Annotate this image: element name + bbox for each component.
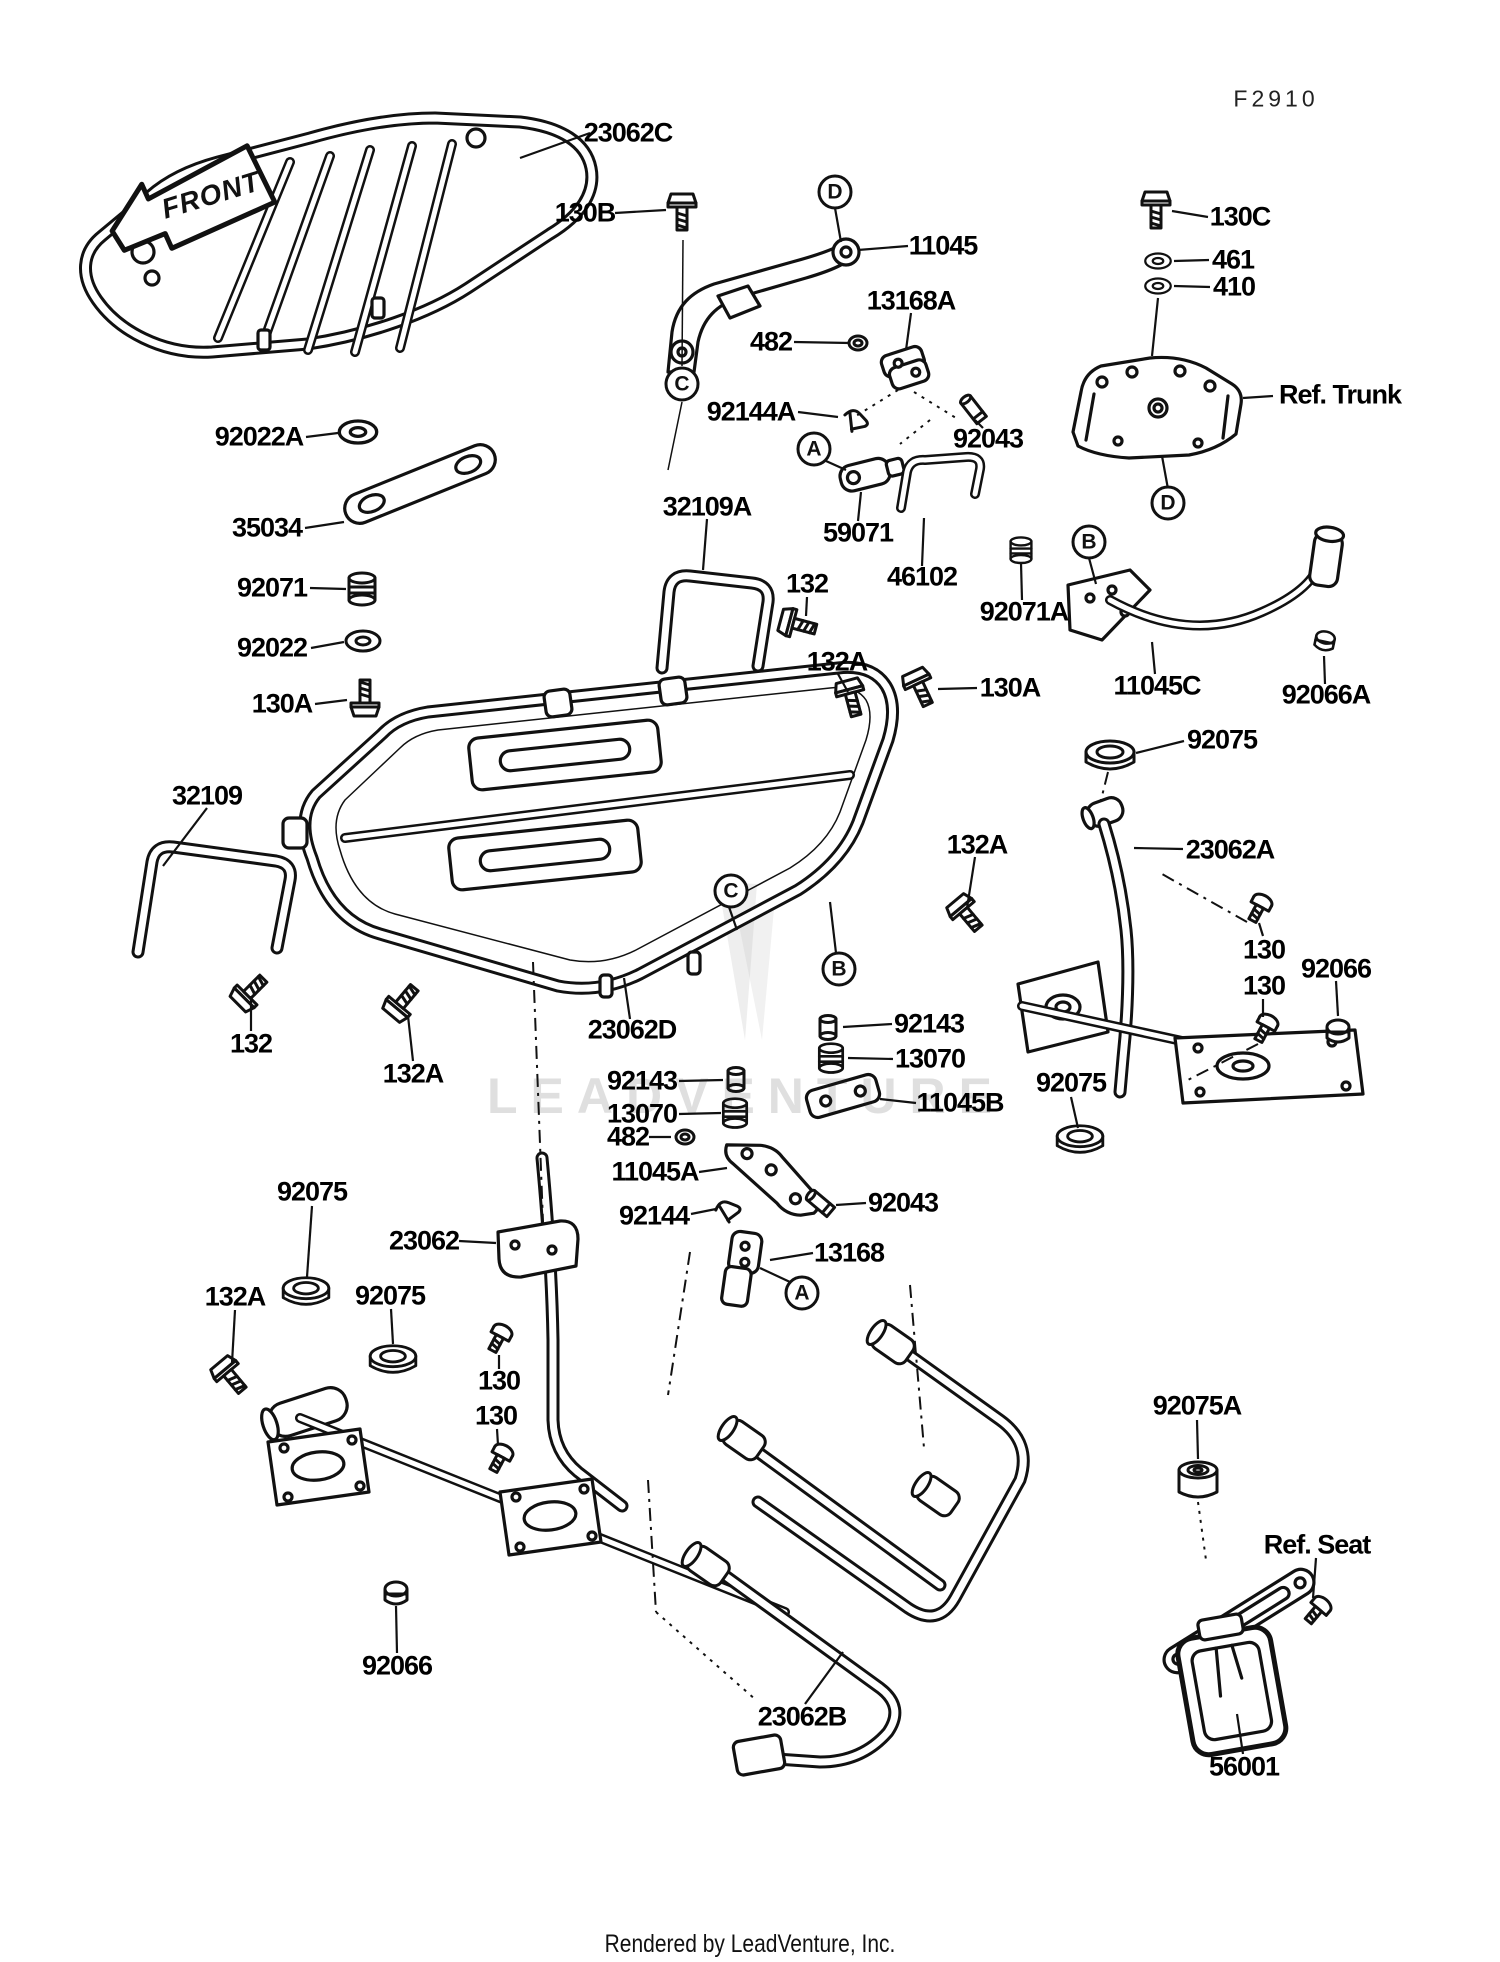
- part-lever-59071: [838, 456, 906, 493]
- part-label-92043-bottom: 92043: [867, 1187, 939, 1218]
- part-label-92075-left1: 92075: [276, 1176, 348, 1207]
- part-label-132-mid: 132: [785, 568, 829, 599]
- part-pipe-46102: [898, 454, 983, 511]
- part-label-92066-bottom: 92066: [361, 1650, 433, 1681]
- part-label-11045C: 11045C: [1113, 670, 1201, 701]
- part-label-92022A: 92022A: [214, 421, 305, 452]
- part-label-11045A: 11045A: [611, 1156, 699, 1187]
- callout-D: D: [817, 174, 853, 210]
- part-plate-11045B: [804, 1072, 882, 1120]
- part-label-132A-mid: 132A: [806, 646, 869, 677]
- part-label-23062: 23062: [388, 1225, 460, 1256]
- part-label-92075-topright: 92075: [1186, 724, 1258, 755]
- part-label-11045B: 11045B: [916, 1087, 1004, 1118]
- part-label-92075A: 92075A: [1152, 1390, 1243, 1421]
- part-bracket-11045A: [724, 1143, 821, 1217]
- part-bracket-11045: [666, 237, 861, 374]
- part-label-23062C: 23062C: [583, 117, 674, 148]
- part-stay-23062A: [1016, 796, 1365, 1105]
- part-trunk-bracket: [1071, 355, 1243, 460]
- callout-C: C: [664, 366, 700, 402]
- part-label-130-c1: 130: [477, 1365, 521, 1396]
- part-handle-32109A: [655, 569, 775, 675]
- part-label-13168A: 13168A: [866, 285, 957, 316]
- part-handle-32109: [134, 843, 294, 956]
- callout-A: A: [784, 1275, 820, 1311]
- part-label-130-r1: 130: [1242, 934, 1286, 965]
- part-center-carrier-23062D: [281, 660, 899, 999]
- part-label-132-left: 132: [229, 1028, 273, 1059]
- part-label-92071: 92071: [236, 572, 308, 603]
- part-label-92043-top: 92043: [952, 423, 1024, 454]
- part-label-23062A: 23062A: [1185, 834, 1276, 865]
- part-label-130C: 130C: [1209, 201, 1272, 232]
- part-label-130A-right: 130A: [979, 672, 1042, 703]
- part-label-130B: 130B: [554, 197, 617, 228]
- part-label-132A-bottomleft: 132A: [204, 1281, 267, 1312]
- part-label-92075-mid: 92075: [1035, 1067, 1107, 1098]
- part-label-410: 410: [1212, 271, 1256, 302]
- callout-C: C: [713, 873, 749, 909]
- part-label-13070-left: 13070: [606, 1098, 678, 1129]
- part-label-59071: 59071: [822, 517, 894, 548]
- part-label-130-c2: 130: [474, 1400, 518, 1431]
- part-label-92075-left2: 92075: [354, 1280, 426, 1311]
- part-label-92143-left: 92143: [606, 1065, 678, 1096]
- projection-lines: [532, 239, 1259, 1701]
- part-label-130-r2: 130: [1242, 970, 1286, 1001]
- leader-lines: [162, 131, 1340, 1755]
- part-label-92071A: 92071A: [979, 596, 1070, 627]
- front-arrow-sign: FRONT: [109, 143, 278, 253]
- part-label-32109A: 32109A: [662, 491, 753, 522]
- part-front-carrier-23062C: [79, 111, 599, 359]
- part-label-132A-right: 132A: [946, 829, 1009, 860]
- part-strap-35034: [343, 443, 497, 525]
- callout-B: B: [821, 951, 857, 987]
- part-label-132A-left: 132A: [382, 1058, 445, 1089]
- footer-credit: Rendered by LeadVenture, Inc.: [604, 1930, 896, 1958]
- part-label-56001: 56001: [1208, 1751, 1280, 1782]
- callout-B: B: [1071, 524, 1107, 560]
- part-label-461: 461: [1211, 244, 1255, 275]
- part-pipe-11045C: [1066, 525, 1346, 642]
- part-joint-13168A: [879, 344, 931, 391]
- part-label-92144: 92144: [618, 1200, 690, 1231]
- part-label-13168: 13168: [813, 1237, 885, 1268]
- part-label-46102: 46102: [886, 561, 958, 592]
- part-label-92143-right: 92143: [893, 1008, 965, 1039]
- part-label-32109: 32109: [171, 780, 243, 811]
- watermark-text: LEADVENTURE: [486, 1068, 1006, 1124]
- part-label-11045: 11045: [908, 230, 979, 261]
- part-label-ref-trunk: Ref. Trunk: [1278, 379, 1402, 410]
- part-label-482-bottom: 482: [606, 1121, 650, 1152]
- part-label-35034: 35034: [231, 512, 303, 543]
- part-flap-56001: [1175, 1612, 1289, 1758]
- part-label-23062B: 23062B: [757, 1701, 848, 1732]
- part-label-92022: 92022: [236, 632, 308, 663]
- part-label-130A-left: 130A: [251, 688, 314, 719]
- callout-A: A: [796, 431, 832, 467]
- part-label-ref-seat: Ref. Seat: [1263, 1529, 1372, 1560]
- page-code: F2910: [1233, 85, 1319, 112]
- part-label-23062D: 23062D: [587, 1014, 678, 1045]
- part-handle-32109A: [658, 572, 772, 672]
- part-rear-frame-23062B: [677, 1316, 1030, 1777]
- part-label-13070-right: 13070: [894, 1043, 966, 1074]
- part-lever-13168: [720, 1229, 764, 1308]
- part-label-482-top: 482: [749, 326, 793, 357]
- part-label-92066-right: 92066: [1300, 953, 1372, 984]
- part-label-92066A: 92066A: [1281, 679, 1372, 710]
- callout-D: D: [1150, 485, 1186, 521]
- part-stay-23062: [260, 1151, 790, 1617]
- part-label-92144A: 92144A: [706, 396, 797, 427]
